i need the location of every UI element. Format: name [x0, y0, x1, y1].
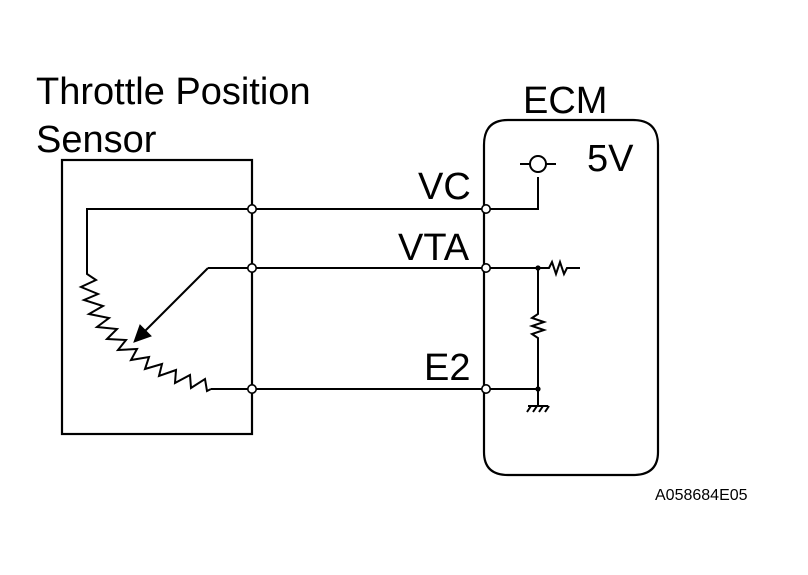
ecm-vta-terminal — [480, 262, 491, 273]
wiper-arm — [139, 267, 209, 337]
sensor-title-line1: Throttle Position — [36, 71, 311, 113]
vc-internal-wire — [486, 177, 539, 210]
ecm-title: ECM — [523, 80, 607, 122]
sensor-box — [60, 158, 254, 436]
e2-internal-junction — [535, 386, 541, 392]
sensor-vta-junction — [247, 262, 258, 273]
pulldown-resistor-icon — [528, 268, 548, 389]
pullup-resistor-icon — [538, 258, 580, 278]
voltage-label: 5V — [587, 138, 634, 180]
ecm-vc-terminal — [480, 204, 491, 215]
sensor-vc-junction — [247, 204, 258, 215]
figure-code: A058684E05 — [655, 487, 748, 504]
sensor-e2-junction — [247, 383, 258, 394]
ground-icon — [526, 405, 550, 413]
sensor-title-line2: Sensor — [36, 119, 157, 161]
ecm-box — [482, 118, 660, 477]
vc-wire — [86, 208, 486, 265]
potentiometer-resistor-icon — [78, 265, 212, 393]
supply-terminal-icon — [529, 155, 547, 173]
terminal-e2-label: E2 — [424, 347, 470, 389]
wiper-arrow-icon — [133, 324, 152, 343]
terminal-vc-label: VC — [418, 166, 471, 208]
vta-internal-junction — [535, 265, 541, 271]
ecm-e2-terminal — [480, 383, 491, 394]
terminal-vta-label: VTA — [398, 227, 470, 269]
